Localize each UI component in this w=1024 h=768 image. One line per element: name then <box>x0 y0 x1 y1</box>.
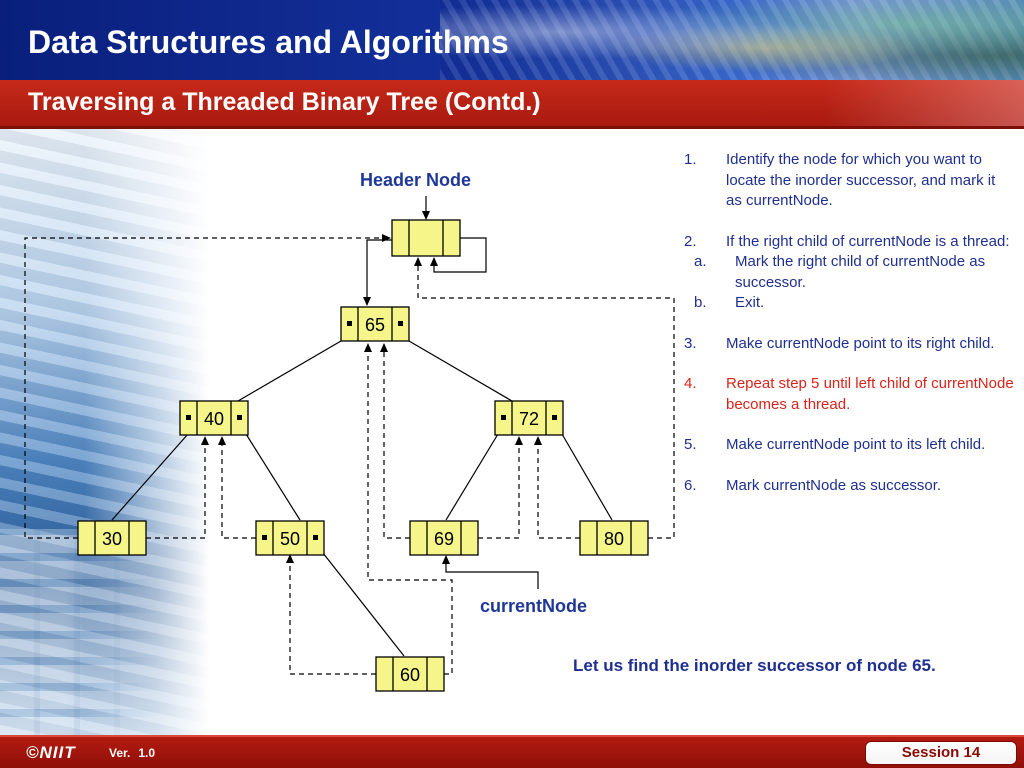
thread-80-right-to-header <box>414 257 675 539</box>
thread-69-right-to-72 <box>478 436 523 539</box>
version-label: Ver. 1.0 <box>109 746 163 760</box>
node-60 <box>375 656 445 692</box>
substep-text: Exit. <box>735 294 765 311</box>
step-5: 5. Make currentNode point to its left ch… <box>684 435 1014 456</box>
step-2: 2. If the right child of currentNode is … <box>684 232 1014 314</box>
footer-band <box>0 735 1024 768</box>
tree-nodes <box>77 219 649 692</box>
node-80 <box>579 520 649 556</box>
node-30-value: 30 <box>102 529 122 549</box>
thread-30-left-to-header <box>24 234 391 539</box>
header-photo <box>440 0 1024 80</box>
step-number: 1. <box>684 151 697 168</box>
step-number: 5. <box>684 436 697 453</box>
header-self-thread <box>430 237 487 273</box>
node-72-left-pointer <box>501 415 506 420</box>
current-node-pointer <box>442 555 539 589</box>
edge-72-80 <box>561 433 613 521</box>
slide-title: Data Structures and Algorithms <box>28 24 509 60</box>
step-1: 1. Identify the node for which you want … <box>684 150 1014 212</box>
version-prefix: Ver. <box>109 746 131 760</box>
tree-edges <box>111 340 613 657</box>
algorithm-steps: 1. Identify the node for which you want … <box>684 150 1014 516</box>
decorative-keyboard-image <box>0 529 160 735</box>
substep-number: a. <box>694 253 707 270</box>
header-node <box>391 219 461 257</box>
node-72-value: 72 <box>519 409 539 429</box>
node-values: 65 40 72 30 50 69 80 60 <box>102 315 624 685</box>
node-50-left-pointer <box>262 535 267 540</box>
step-text: If the right child of currentNode is a t… <box>726 232 1010 250</box>
session-badge: Session 14 <box>865 741 1017 765</box>
step-number: 3. <box>684 334 697 352</box>
node-80-value: 80 <box>604 529 624 549</box>
step-text: Make currentNode point to its right chil… <box>726 334 995 352</box>
edge-50-60 <box>322 552 405 657</box>
step-text: Mark currentNode as successor. <box>726 476 942 494</box>
footnote-text: Let us find the inorder successor of nod… <box>573 656 936 675</box>
thread-80-left-to-72 <box>534 436 580 539</box>
node-50-value: 50 <box>280 529 300 549</box>
substep-number: b. <box>694 294 707 311</box>
subtitle-band-fade <box>824 80 1024 126</box>
node-60-value: 60 <box>400 665 420 685</box>
edge-72-69 <box>445 433 499 521</box>
node-72 <box>494 400 564 436</box>
thread-60-right-to-65 <box>364 343 453 675</box>
decorative-circuit-image <box>0 129 210 735</box>
thread-60-left-to-50 <box>286 554 376 675</box>
node-40-left-pointer <box>186 415 191 420</box>
step-number: 6. <box>684 476 697 494</box>
current-node-label: currentNode <box>480 596 588 616</box>
node-40-right-pointer <box>237 415 242 420</box>
thread-50-left-to-40 <box>218 436 256 539</box>
version-number: 1.0 <box>138 746 156 760</box>
thread-30-right-to-40 <box>146 436 209 539</box>
step-number: 4. <box>684 375 697 392</box>
step-text: Repeat step 5 until left child of curren… <box>726 375 1014 413</box>
node-50-right-pointer <box>313 535 318 540</box>
node-40-value: 40 <box>204 409 224 429</box>
node-30 <box>77 520 147 556</box>
node-65-value: 65 <box>365 315 385 335</box>
node-72-right-pointer <box>552 415 557 420</box>
step-6: 6. Mark currentNode as successor. <box>684 476 1014 497</box>
step-text: Identify the node for which you want to … <box>726 151 996 209</box>
thread-69-left-to-65 <box>380 343 410 539</box>
subtitle-band <box>0 80 1024 129</box>
node-69 <box>409 520 479 556</box>
substep-text: Mark the right child of currentNode as s… <box>735 253 986 291</box>
edge-40-50 <box>245 433 301 521</box>
step-4-highlighted: 4. Repeat step 5 until left child of cur… <box>684 374 1014 415</box>
niit-logo: ©NIIT <box>26 743 76 762</box>
node-40 <box>179 400 249 436</box>
header-node-label: Header Node <box>360 170 472 190</box>
step-3: 3. Make currentNode point to its right c… <box>684 334 1014 355</box>
node-65-right-pointer <box>398 321 403 326</box>
step-text: Make currentNode point to its left child… <box>726 436 986 453</box>
edge-65-40 <box>237 340 342 402</box>
step-number: 2. <box>684 232 697 250</box>
header-to-root-link <box>363 239 392 306</box>
slide-subtitle: Traversing a Threaded Binary Tree (Contd… <box>28 88 541 116</box>
step-2a: a. Mark the right child of currentNode a… <box>684 252 1014 293</box>
node-65-left-pointer <box>347 321 352 326</box>
node-69-value: 69 <box>434 529 454 549</box>
edge-40-30 <box>111 433 189 521</box>
step-2b: b. Exit. <box>684 293 1014 314</box>
thread-links <box>24 234 675 675</box>
node-65 <box>340 306 410 342</box>
title-band <box>0 0 1024 80</box>
edge-65-72 <box>408 340 513 402</box>
node-50 <box>255 520 325 556</box>
